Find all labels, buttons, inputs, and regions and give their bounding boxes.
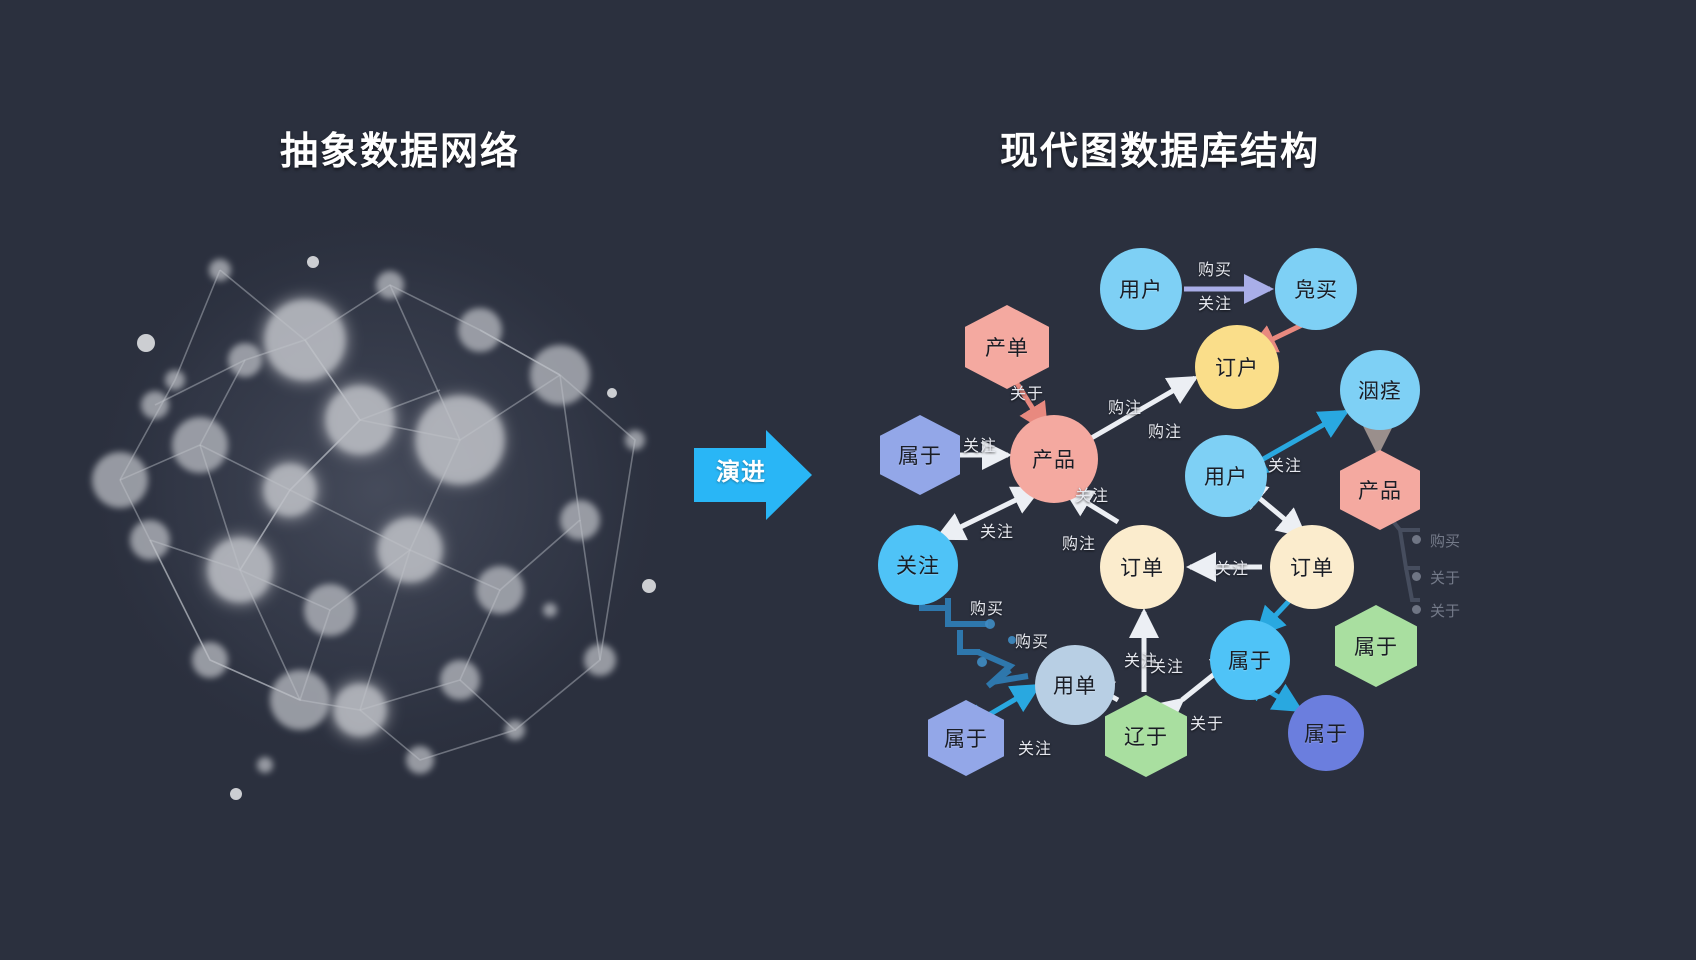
graph-node[interactable]: 订单 bbox=[1270, 525, 1354, 609]
graph-node[interactable]: 用户 bbox=[1185, 435, 1267, 517]
graph-node-label: 辽于 bbox=[1124, 726, 1168, 749]
graph-node[interactable]: 凫买 bbox=[1275, 248, 1357, 330]
edge-label: 购注 bbox=[1148, 424, 1183, 441]
edge-label: 购注 bbox=[1108, 400, 1143, 417]
edge-label: 购买 bbox=[970, 601, 1005, 618]
edge-label: 关注 bbox=[1215, 561, 1250, 578]
graph-node[interactable]: 属于 bbox=[1288, 695, 1364, 771]
edge-label: 关注 bbox=[1150, 659, 1185, 676]
graph-database-diagram: 用户凫买产单订户洇痉属于产品产品用户关注订单订单属于属于用单属于辽于属于购买关注… bbox=[860, 200, 1640, 840]
graph-node[interactable]: 洇痉 bbox=[1340, 350, 1420, 430]
edge-label: 购买 bbox=[1198, 262, 1233, 279]
legend-marker-icon bbox=[1412, 605, 1421, 614]
graph-node-label: 洇痉 bbox=[1358, 380, 1402, 403]
graph-node-label: 产品 bbox=[1032, 449, 1076, 472]
graph-node[interactable]: 订单 bbox=[1100, 525, 1184, 609]
legend-item: 关于 bbox=[1430, 570, 1461, 587]
graph-node-label: 用户 bbox=[1204, 466, 1248, 489]
graph-node[interactable]: 关注 bbox=[878, 525, 958, 605]
legend-marker-icon bbox=[1412, 535, 1421, 544]
edge-label: 关注 bbox=[1198, 296, 1233, 313]
graph-node-label: 用户 bbox=[1119, 279, 1163, 302]
graph-node-label: 属于 bbox=[1304, 723, 1348, 746]
graph-node-label: 订单 bbox=[1290, 557, 1334, 580]
graph-node[interactable]: 产品 bbox=[1010, 415, 1098, 503]
edge-label: 关注 bbox=[1018, 741, 1053, 758]
graph-node-label: 用单 bbox=[1053, 675, 1097, 698]
graph-node-label: 订户 bbox=[1215, 357, 1259, 380]
edge-label: 关于 bbox=[1010, 386, 1045, 403]
edge-label: 关注 bbox=[1268, 458, 1303, 475]
graph-node-label: 属于 bbox=[898, 445, 942, 468]
graph-node-label: 产品 bbox=[1358, 480, 1402, 503]
graph-node-label: 凫买 bbox=[1294, 279, 1338, 302]
edge-label: 关注 bbox=[1075, 488, 1110, 505]
legend-item: 关于 bbox=[1430, 603, 1461, 620]
graph-node-label: 属于 bbox=[944, 728, 988, 751]
graph-node-label: 产单 bbox=[985, 337, 1029, 360]
graph-node[interactable]: 用户 bbox=[1100, 248, 1182, 330]
abstract-network-illustration bbox=[60, 190, 700, 810]
edge-label: 购买 bbox=[1015, 634, 1050, 651]
edge-label: 关注 bbox=[1124, 653, 1159, 670]
evolution-arrow bbox=[694, 430, 814, 520]
right-panel-title: 现代图数据库结构 bbox=[1000, 131, 1321, 173]
graph-node-label: 关注 bbox=[896, 555, 940, 578]
left-panel-title: 抽象数据网络 bbox=[280, 131, 521, 173]
edge-label: 关于 bbox=[1190, 716, 1225, 733]
graph-node[interactable]: 订户 bbox=[1195, 325, 1279, 409]
graph-node[interactable]: 用单 bbox=[1035, 645, 1115, 725]
edge-label: 购注 bbox=[1062, 536, 1097, 553]
graph-node-label: 订单 bbox=[1120, 557, 1164, 580]
abstract-network-svg bbox=[78, 205, 678, 800]
legend-item: 购买 bbox=[1430, 533, 1461, 550]
evolution-arrow-shape bbox=[694, 430, 812, 520]
graph-node-label: 属于 bbox=[1228, 650, 1272, 673]
graph-node[interactable]: 属于 bbox=[1210, 620, 1290, 700]
edge-label: 关注 bbox=[980, 524, 1015, 541]
graph-node-label: 属于 bbox=[1354, 636, 1398, 659]
legend-marker-icon bbox=[1412, 572, 1421, 581]
edge-label: 关注 bbox=[963, 438, 998, 455]
